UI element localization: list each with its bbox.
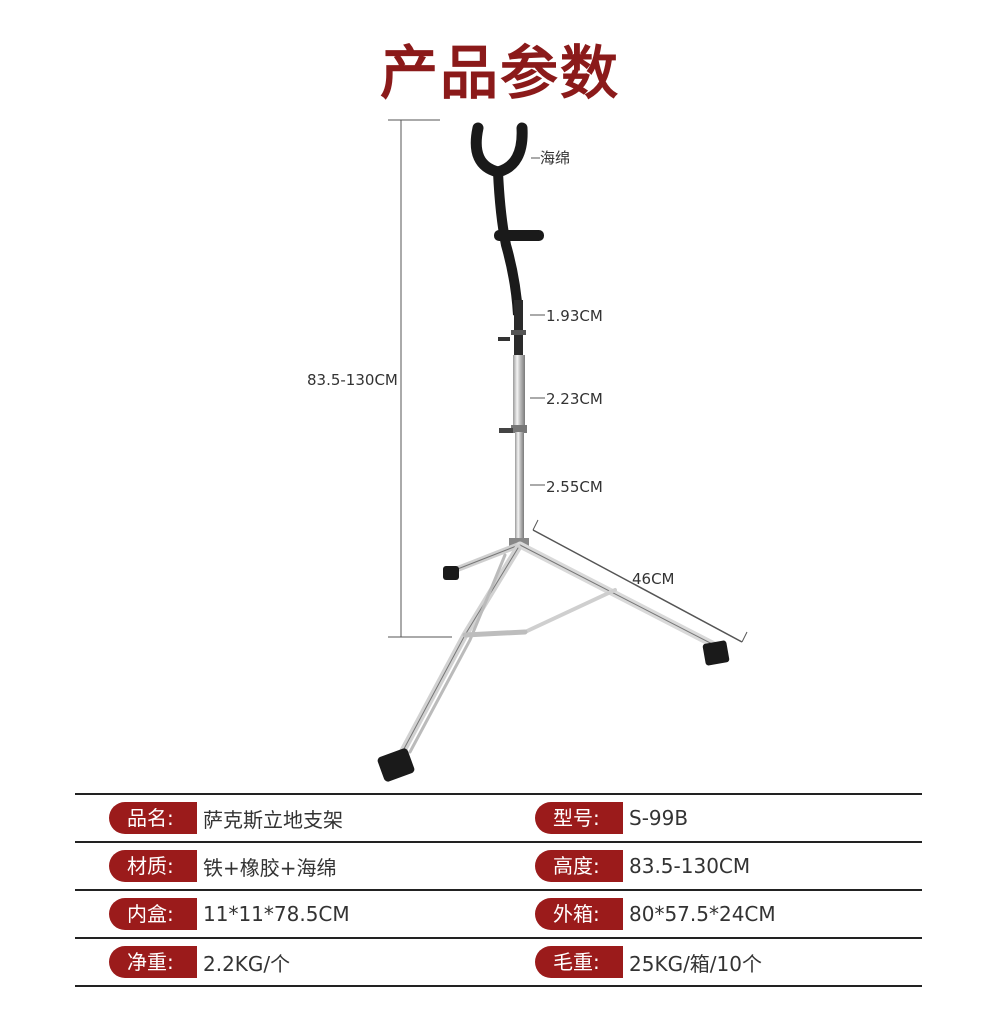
spec-value: 铁+橡胶+海绵 — [203, 855, 337, 880]
spec-value: S-99B — [629, 806, 689, 830]
spec-label: 毛重: — [535, 946, 623, 978]
stand-legs — [377, 541, 730, 782]
stand-column — [498, 300, 529, 548]
spec-label: 高度: — [535, 850, 623, 882]
spec-value: 2.2KG/个 — [203, 951, 291, 976]
spec-label: 外箱: — [535, 898, 623, 930]
sponge-label: 海绵 — [540, 149, 570, 167]
stand-hook — [470, 122, 544, 316]
spec-value: 萨克斯立地支架 — [203, 807, 343, 832]
spec-value: 11*11*78.5CM — [203, 902, 350, 926]
spec-label: 品名: — [109, 802, 197, 834]
height-label: 83.5-130CM — [307, 371, 398, 389]
spec-value: 25KG/箱/10个 — [629, 951, 762, 976]
tube1-label: 1.93CM — [546, 307, 603, 325]
spec-row: 净重: 2.2KG/个 毛重: 25KG/箱/10个 — [75, 939, 922, 987]
spec-label: 材质: — [109, 850, 197, 882]
leg-dimension — [532, 519, 748, 643]
spec-value: 83.5-130CM — [629, 854, 751, 878]
spec-label: 型号: — [535, 802, 623, 834]
product-illustration: 83.5-130CM 海绵 1.93CM 2.23CM 2.55CM — [307, 119, 748, 782]
spec-label: 内盒: — [109, 898, 197, 930]
leg-label: 46CM — [632, 570, 675, 588]
page-title: 产品参数 — [379, 39, 620, 107]
spec-label: 净重: — [109, 946, 197, 978]
tube2-label: 2.23CM — [546, 390, 603, 408]
spec-table: 品名: 萨克斯立地支架 型号: S-99B 材质: 铁+橡胶+海绵 高度: 83… — [75, 793, 922, 987]
spec-row: 品名: 萨克斯立地支架 型号: S-99B — [75, 793, 922, 843]
spec-row: 内盒: 11*11*78.5CM 外箱: 80*57.5*24CM — [75, 891, 922, 939]
spec-row: 材质: 铁+橡胶+海绵 高度: 83.5-130CM — [75, 843, 922, 891]
tube3-label: 2.55CM — [546, 478, 603, 496]
spec-value: 80*57.5*24CM — [629, 902, 776, 926]
height-dimension — [388, 119, 452, 638]
